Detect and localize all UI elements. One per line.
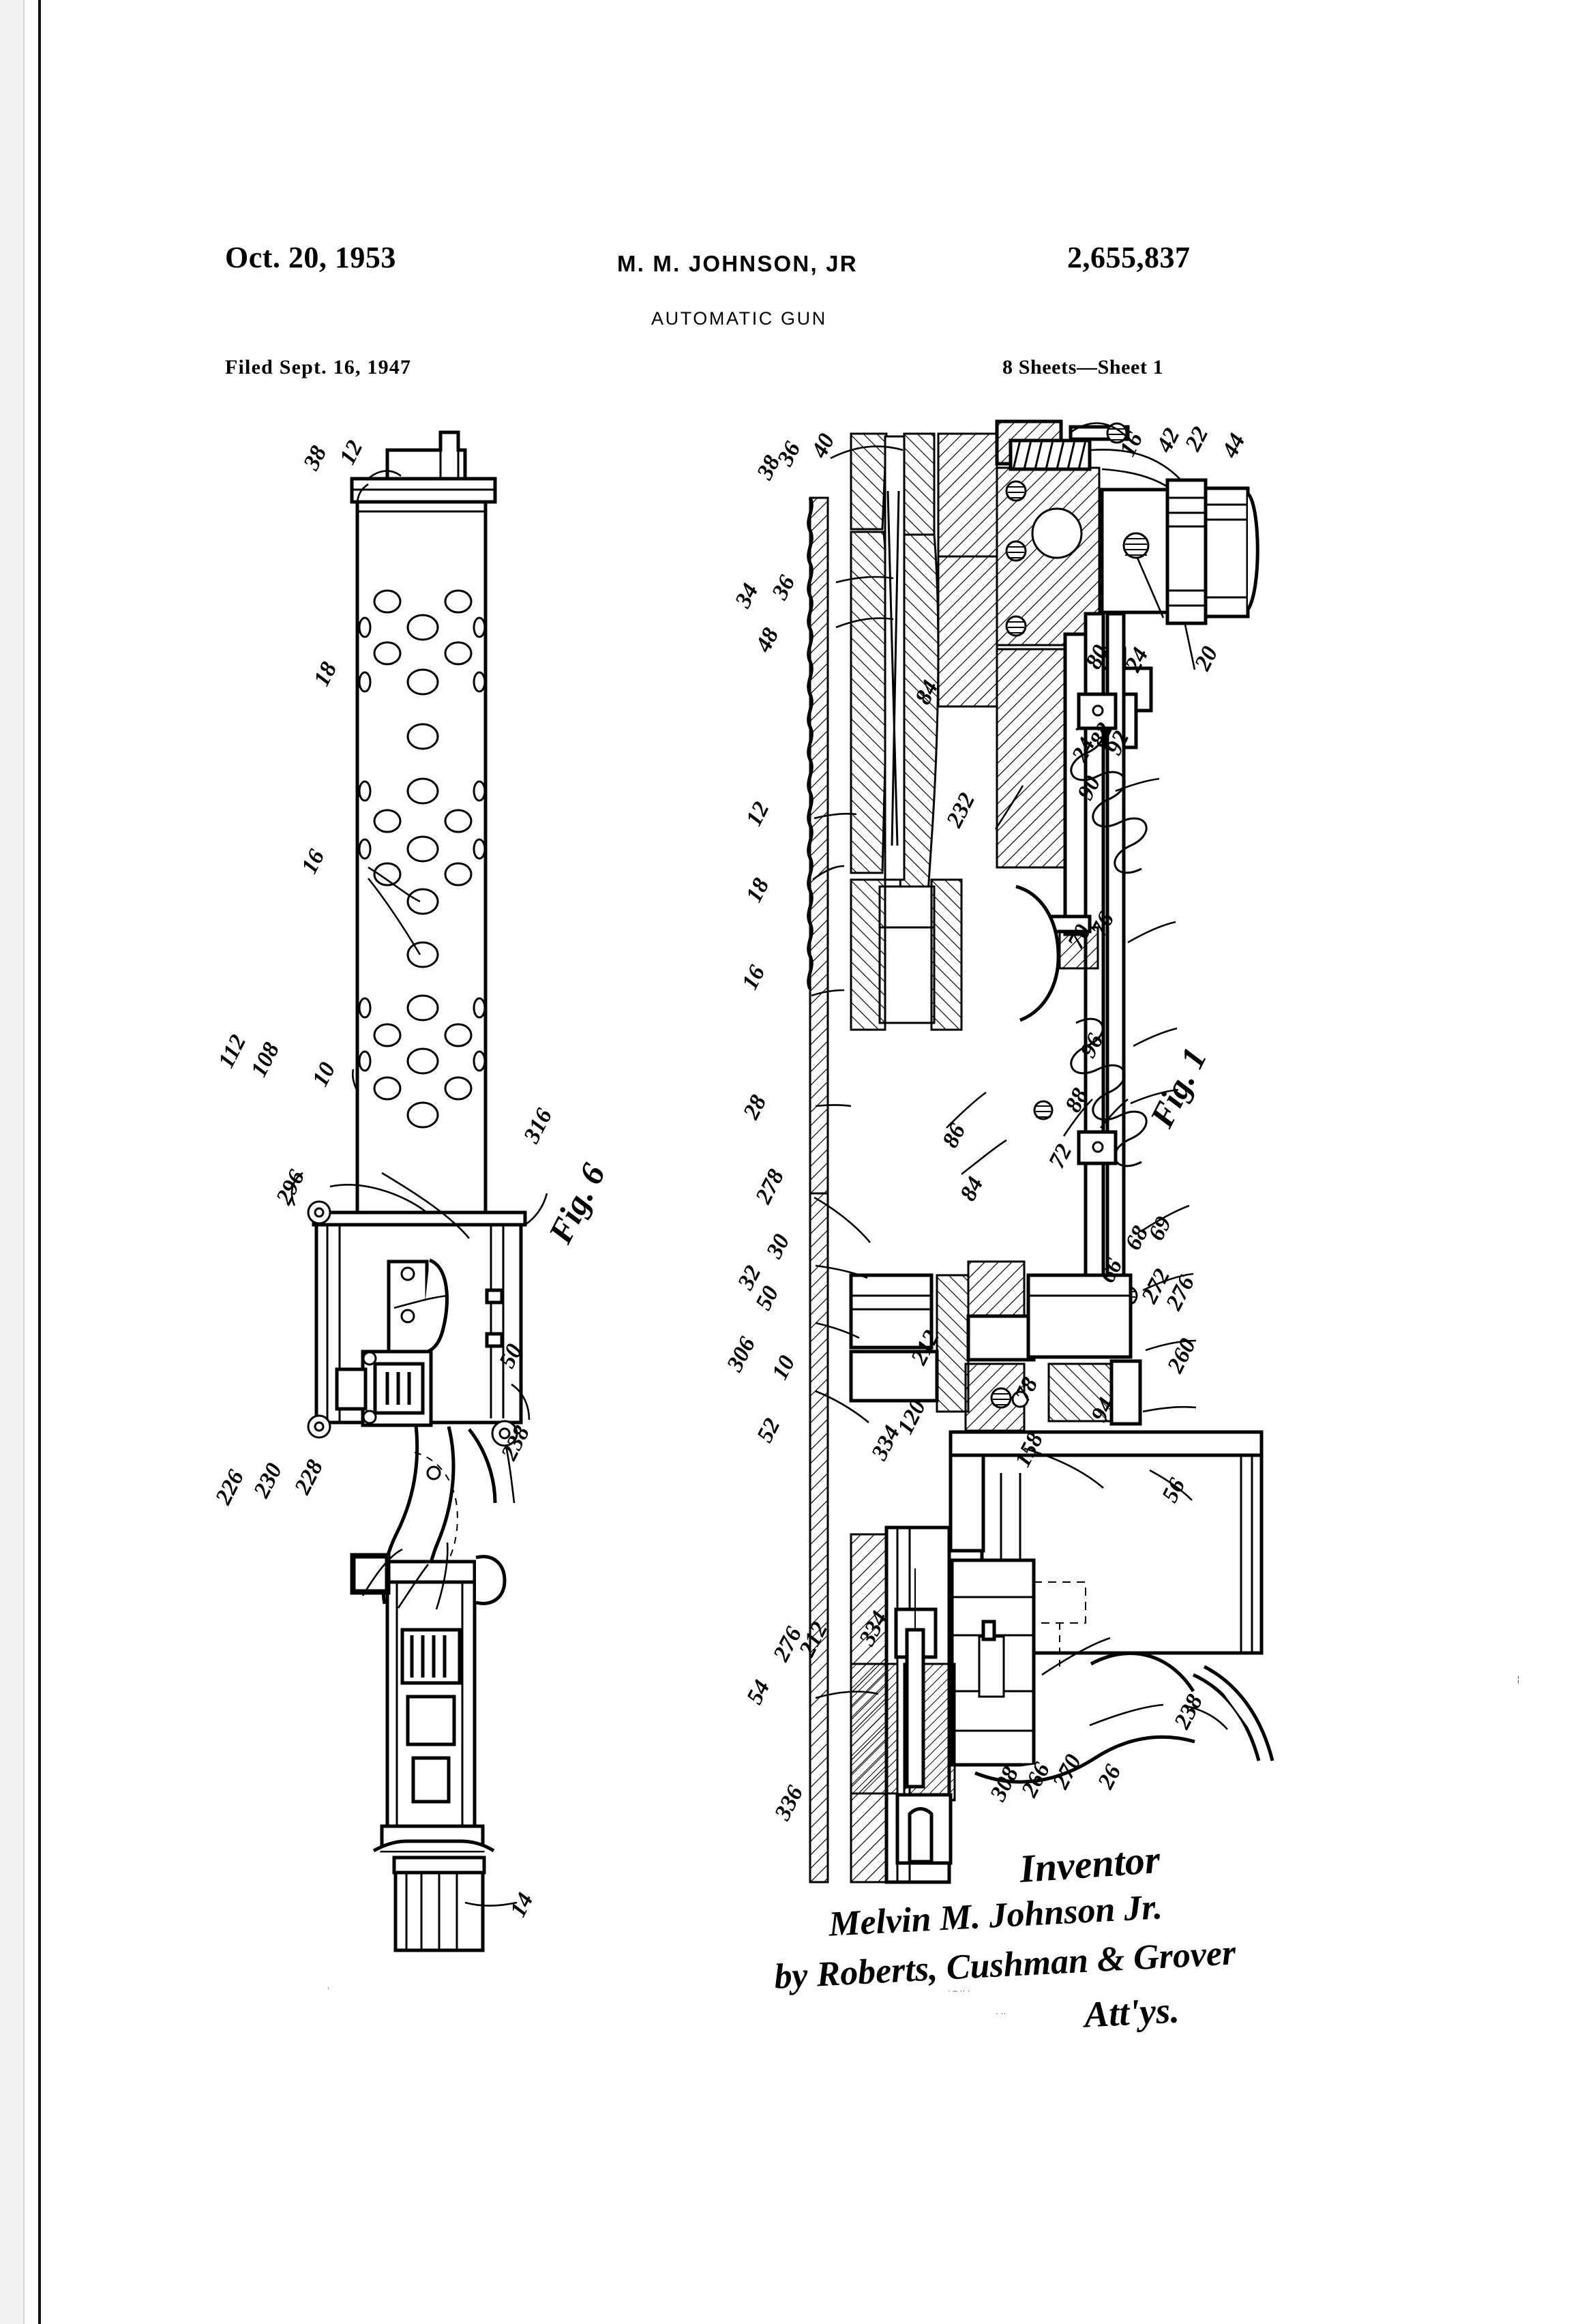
- figure-6-drawing: [286, 409, 668, 1950]
- patent-date: Oct. 20, 1953: [225, 241, 396, 274]
- fig1-numeral-12: 12: [741, 798, 775, 831]
- fig1-oprod-assembly: [997, 614, 1151, 1323]
- fig6-numeral-112: 112: [213, 1030, 252, 1073]
- fig1-numeral-28: 28: [738, 1091, 772, 1124]
- fig6-numeral-230: 230: [249, 1459, 288, 1502]
- scan-speck-2: .: [327, 1981, 330, 1991]
- fig1-bolt-group: [851, 1262, 1272, 1782]
- fig1-numeral-18: 18: [741, 874, 775, 907]
- fig1-numeral-16m: 16: [737, 962, 771, 994]
- fig1-gas-cylinder: [851, 1528, 955, 1882]
- fig1-recoil-spring-lower: [1071, 1019, 1146, 1166]
- scan-edge-strip: [0, 0, 25, 2324]
- scan-speck-3: · – ·· ·: [948, 1986, 970, 1995]
- attorney-label: Att'ys.: [1083, 1989, 1180, 2036]
- fig1-rear-cap: [1102, 480, 1257, 670]
- fig1-recoil-spring-upper: [1071, 726, 1146, 873]
- fig6-numeral-108: 108: [246, 1038, 285, 1082]
- patent-number: 2,655,837: [1067, 241, 1191, 274]
- figure-1-drawing: [771, 409, 1309, 1882]
- fig1-numeral-306: 306: [722, 1332, 761, 1376]
- fig1-receiver-block: [938, 421, 1182, 706]
- scan-edge-dark-line: [38, 0, 41, 2324]
- fig6-numeral-226: 226: [211, 1465, 250, 1509]
- fig1-numeral-34: 34: [730, 580, 764, 612]
- sheet-count: 8 Sheets—Sheet 1: [1002, 356, 1164, 378]
- fig6-receiver: [308, 1202, 525, 1950]
- invention-title: AUTOMATIC GUN: [651, 308, 827, 329]
- fig1-barrel: [851, 434, 961, 1030]
- scan-speck-1: ¦: [1517, 1674, 1520, 1684]
- scan-speck-4: · ··: [996, 2008, 1006, 2018]
- fig1-jacket-wall: [809, 498, 828, 1882]
- fig6-cooling-holes: [359, 591, 485, 1127]
- fig6-front-sight: [352, 432, 495, 502]
- filing-date: Filed Sept. 16, 1947: [225, 356, 412, 378]
- inventor-signature-label: Inventor: [1017, 1836, 1162, 1892]
- fig1-leader-lines: [811, 447, 1227, 1729]
- inventor-signature-name: Melvin M. Johnson Jr.: [827, 1888, 1163, 1944]
- inventor-header: M. M. JOHNSON, JR: [617, 251, 858, 276]
